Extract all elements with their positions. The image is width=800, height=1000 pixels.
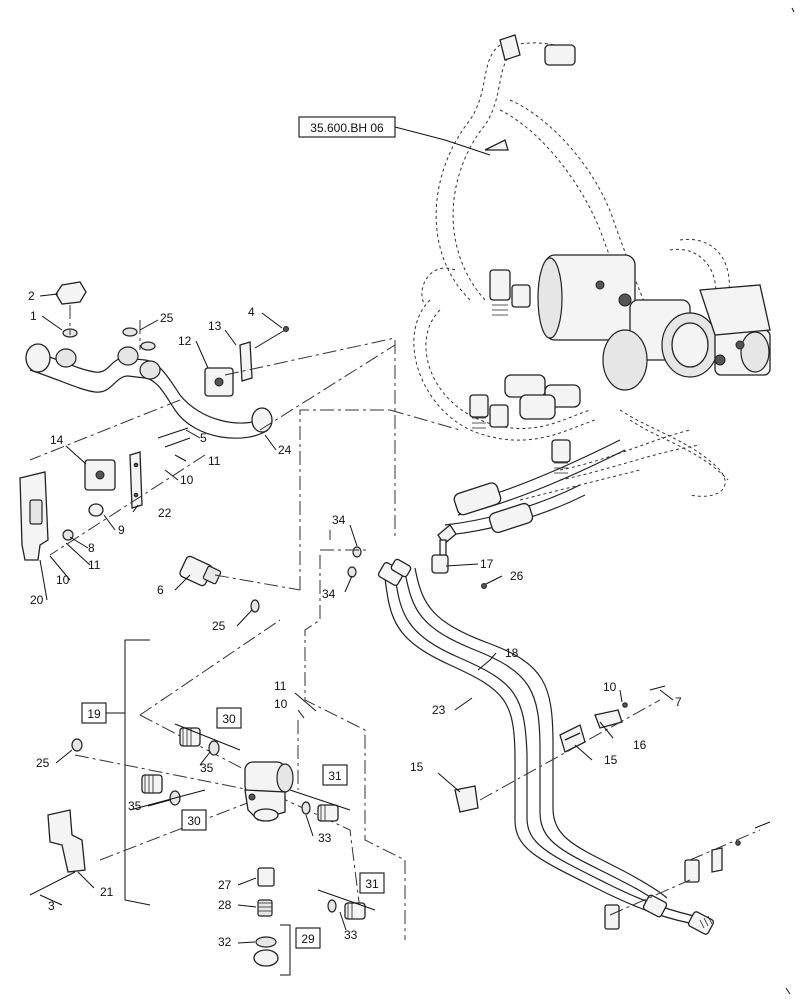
- kit-box-29: 29: [295, 927, 321, 949]
- kit-box-31-b: 31: [359, 872, 385, 894]
- callout-10-c: 10: [603, 680, 617, 694]
- leader-lines: [39, 293, 674, 944]
- svg-text:29: 29: [301, 932, 315, 946]
- callout-25-a: 25: [160, 311, 174, 325]
- corner-mark-bottom: [785, 987, 791, 995]
- callout-1: 1: [30, 309, 37, 323]
- svg-text:30: 30: [187, 814, 201, 828]
- callout-25-b: 25: [212, 619, 226, 633]
- kit-box-19: 19: [81, 702, 107, 724]
- callout-21: 21: [100, 885, 114, 899]
- callout-18: 18: [505, 646, 519, 660]
- callout-25-c: 25: [36, 756, 50, 770]
- callout-10-b: 10: [56, 573, 70, 587]
- callout-27: 27: [218, 878, 232, 892]
- callout-35-b: 35: [128, 799, 142, 813]
- callout-11-a: 11: [208, 454, 221, 468]
- callout-15-a: 15: [604, 753, 618, 767]
- callout-12: 12: [178, 334, 192, 348]
- pump-assembly: [413, 34, 771, 545]
- callout-5: 5: [200, 431, 207, 445]
- svg-text:31: 31: [365, 877, 379, 891]
- callout-17: 17: [480, 557, 494, 571]
- corner-mark-top: [791, 7, 795, 13]
- boxed-callouts: 19 29 30 30 31 31: [81, 702, 385, 949]
- callout-34-b: 34: [322, 587, 336, 601]
- callout-7: 7: [675, 695, 682, 709]
- manifold-tube: [19, 281, 396, 561]
- svg-text:19: 19: [87, 707, 101, 721]
- valve-block-group: [29, 619, 376, 976]
- callout-11-c: 11: [274, 679, 287, 693]
- callout-28: 28: [218, 898, 232, 912]
- callout-6: 6: [157, 583, 164, 597]
- kit-box-30-b: 30: [181, 809, 207, 831]
- kit-box-31-a: 31: [322, 764, 348, 786]
- callout-10-d: 10: [274, 697, 288, 711]
- callout-35-a: 35: [200, 761, 214, 775]
- callout-22: 22: [158, 506, 172, 520]
- callout-13: 13: [208, 319, 222, 333]
- svg-text:31: 31: [328, 769, 342, 783]
- callout-4: 4: [248, 305, 255, 319]
- callout-26: 26: [510, 569, 524, 583]
- callout-15-b: 15: [410, 760, 424, 774]
- callout-16: 16: [633, 738, 647, 752]
- callout-33-a: 33: [318, 831, 332, 845]
- callout-32: 32: [218, 935, 232, 949]
- callout-34-a: 34: [332, 513, 346, 527]
- callout-20: 20: [30, 593, 44, 607]
- kit-box-30-a: 30: [216, 707, 242, 729]
- reference-label: 35.600.BH 06: [310, 121, 384, 135]
- svg-text:30: 30: [222, 712, 236, 726]
- callout-2: 2: [28, 289, 35, 303]
- callout-8: 8: [88, 541, 95, 555]
- callout-14: 14: [50, 433, 64, 447]
- callout-labels: 1 2 3 4 5 6 7 8 9 10 10 10 10 11 11 11 1…: [28, 289, 682, 949]
- callout-23: 23: [432, 703, 446, 717]
- callout-11-b: 11: [88, 558, 101, 572]
- callout-24: 24: [278, 443, 292, 457]
- callout-3: 3: [48, 899, 55, 913]
- reference-callout: 35.600.BH 06: [298, 116, 491, 156]
- hose-pair: [377, 558, 771, 935]
- callout-33-b: 33: [344, 928, 358, 942]
- fittings-middle: [179, 409, 487, 940]
- callout-9: 9: [118, 523, 125, 537]
- callout-10-a: 10: [180, 473, 194, 487]
